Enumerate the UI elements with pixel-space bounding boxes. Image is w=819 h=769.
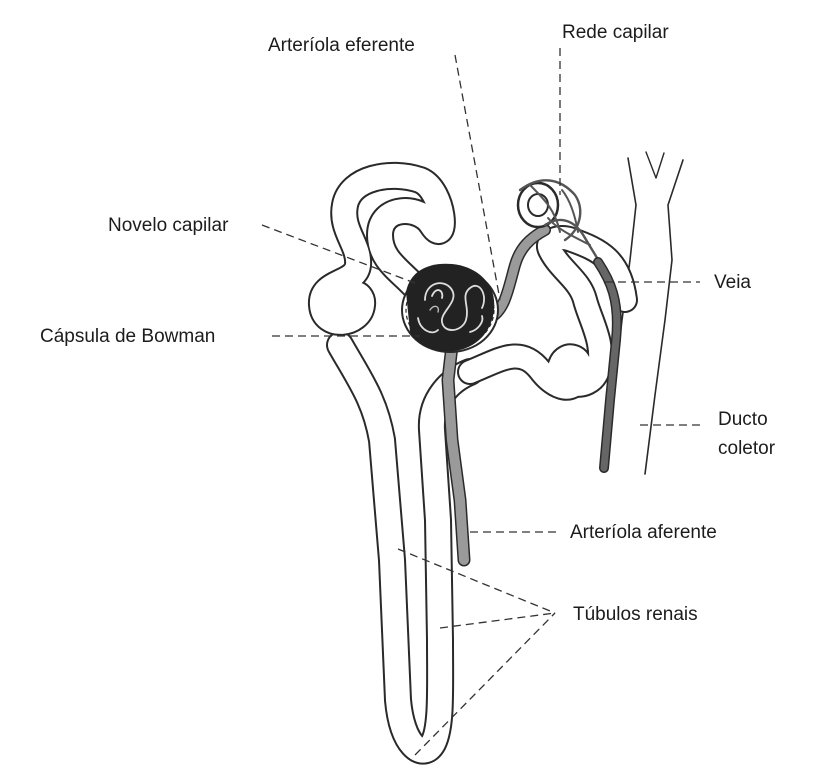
label-efferent-arteriole: Arteríola eferente	[268, 35, 415, 56]
leader-renal-tubule-2	[440, 613, 555, 628]
bowman-capsule	[402, 264, 498, 352]
label-afferent-arteriole: Arteríola aferente	[570, 522, 717, 543]
label-renal-tubules: Túbulos renais	[573, 604, 698, 625]
label-vein: Veia	[714, 272, 751, 293]
label-bowman-capsule: Cápsula de Bowman	[40, 326, 215, 347]
label-capillary-network: Rede capilar	[562, 22, 669, 43]
label-collecting-duct-line2: coletor	[718, 438, 776, 459]
leader-renal-tubule-1	[398, 549, 555, 613]
leader-efferent-arteriole	[455, 55, 500, 300]
label-collecting-duct-line1: Ducto	[718, 409, 768, 430]
label-glomerulus: Novelo capilar	[108, 215, 229, 236]
leader-lines	[262, 48, 705, 755]
